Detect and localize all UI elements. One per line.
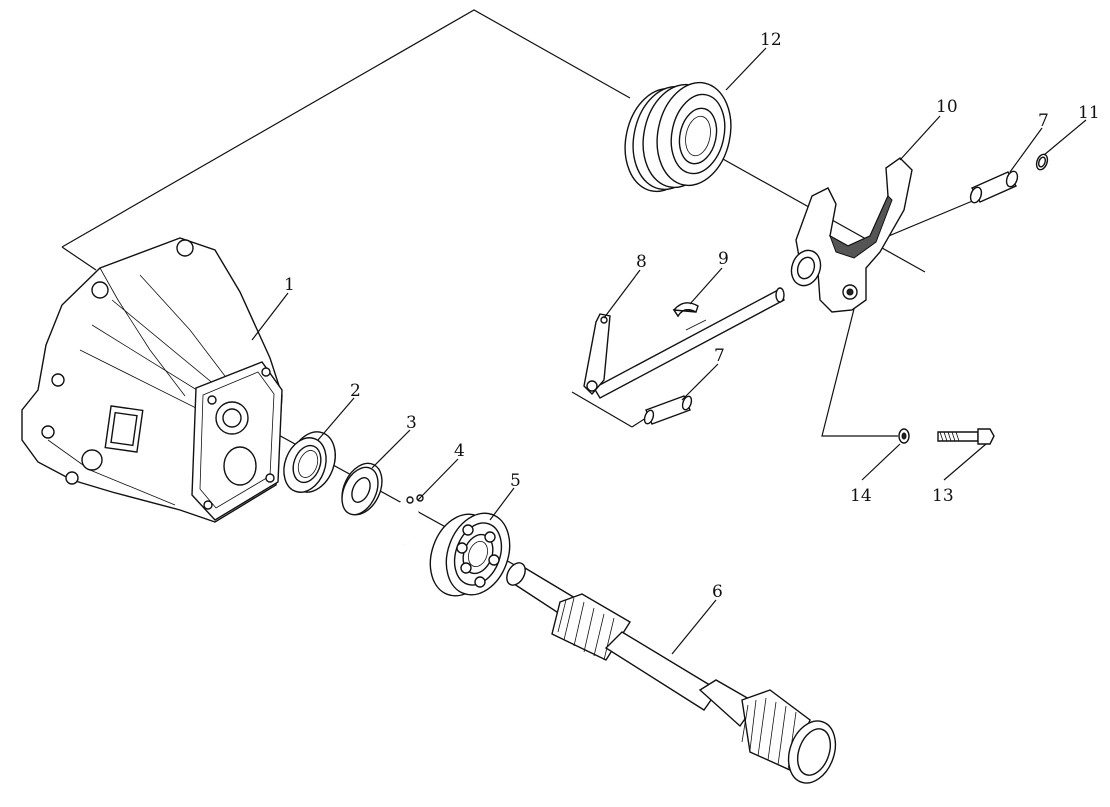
callout-7-upper: 7 bbox=[1038, 111, 1049, 131]
callout-14: 14 bbox=[850, 486, 872, 506]
callout-3: 3 bbox=[406, 413, 417, 433]
ball-bearing-icon bbox=[429, 512, 511, 597]
bolt-icon bbox=[937, 428, 995, 445]
release-lever-shaft-icon bbox=[583, 287, 785, 399]
callout-8: 8 bbox=[636, 252, 647, 272]
callout-10: 10 bbox=[936, 97, 958, 117]
callout-12: 12 bbox=[760, 30, 782, 50]
clutch-housing-icon bbox=[21, 237, 283, 523]
bushing-icon bbox=[643, 395, 693, 425]
woodruff-key-icon bbox=[672, 302, 699, 318]
release-fork-icon bbox=[790, 157, 913, 313]
callout-7-lower: 7 bbox=[714, 346, 725, 366]
oil-seal-icon bbox=[283, 431, 336, 493]
input-shaft-icon bbox=[506, 562, 837, 784]
callout-1: 1 bbox=[284, 275, 295, 295]
release-bearing-icon bbox=[624, 81, 732, 193]
retaining-ring-icon bbox=[1035, 153, 1049, 171]
bushing-icon bbox=[969, 170, 1019, 204]
callout-labels: 1 2 3 4 5 6 7 7 8 9 10 11 12 13 14 bbox=[284, 30, 1100, 602]
callout-4: 4 bbox=[454, 441, 465, 461]
callout-6: 6 bbox=[712, 582, 723, 602]
spring-washer-icon bbox=[898, 428, 910, 444]
leader-lines bbox=[251, 47, 1087, 655]
washer-icon bbox=[341, 462, 383, 516]
callout-2: 2 bbox=[350, 381, 361, 401]
callout-11: 11 bbox=[1078, 103, 1100, 123]
callout-9: 9 bbox=[718, 249, 729, 269]
callout-13: 13 bbox=[932, 486, 954, 506]
callout-5: 5 bbox=[510, 471, 521, 491]
circlip-icon bbox=[387, 494, 424, 545]
